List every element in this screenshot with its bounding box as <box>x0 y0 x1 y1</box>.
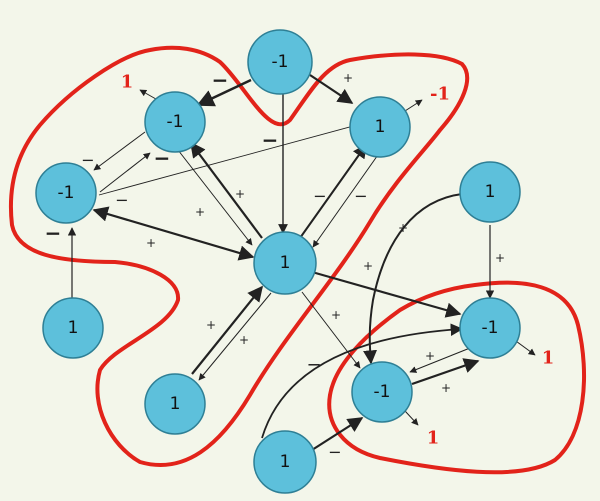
node-center-label: 1 <box>280 253 291 273</box>
node-bottom-left: 1 <box>42 297 104 359</box>
sign-ul-center-a: + <box>235 187 245 201</box>
sign-top-ur: + <box>343 71 353 85</box>
edge-center-mr <box>311 270 462 318</box>
node-right-label: 1 <box>485 182 496 202</box>
sign-top-ul: − <box>212 68 229 92</box>
node-upper-right-label: 1 <box>375 117 386 137</box>
node-bottom-right: -1 <box>351 361 413 423</box>
node-top-label: -1 <box>272 52 289 72</box>
sign-left-self: − <box>45 221 62 245</box>
output-bottom-right: 1 <box>427 428 440 449</box>
node-bottom-center: 1 <box>144 373 206 435</box>
edge-center-br <box>301 291 361 369</box>
edge-top-ur <box>309 74 354 104</box>
sign-ur-center-b: − <box>354 187 367 206</box>
node-middle-right: -1 <box>459 297 521 359</box>
sign-center-mr: + <box>363 259 373 273</box>
edges <box>67 74 536 451</box>
node-bottom-right-label: -1 <box>374 382 391 402</box>
sign-left-center: + <box>146 236 156 250</box>
group-outline-right <box>327 280 587 475</box>
edge-mr-br-a <box>409 347 471 373</box>
node-bottom: 1 <box>253 430 317 494</box>
edge-top-ul <box>196 78 252 107</box>
node-top: -1 <box>247 29 313 95</box>
sign-mr-br-a: + <box>425 349 435 363</box>
sign-bottom-br: − <box>328 443 341 462</box>
edge-bc-center <box>191 285 263 375</box>
sign-bottom-mr: − <box>306 355 321 376</box>
node-center: 1 <box>253 231 317 295</box>
edge-center-ur-a <box>299 143 367 239</box>
edge-bottom-br <box>311 417 364 451</box>
edge-ul-center-b <box>177 149 253 246</box>
sign-center-br: + <box>331 308 341 322</box>
node-bottom-label: 1 <box>280 452 291 472</box>
edge-ur-left <box>98 124 358 196</box>
edge-ul-left-a <box>93 131 146 171</box>
sign-right-mr: + <box>495 251 505 265</box>
sign-center-bc: + <box>239 333 249 347</box>
node-bottom-left-label: 1 <box>68 318 79 338</box>
sign-bc-center: + <box>206 318 216 332</box>
sign-ul-left-a: − <box>81 151 94 170</box>
edge-left-ul-b <box>99 152 151 193</box>
edge-right-br-curve <box>363 193 463 365</box>
node-bottom-center-label: 1 <box>170 394 181 414</box>
node-left: -1 <box>35 162 97 224</box>
output-middle-right: 1 <box>542 348 555 369</box>
output-upper-right: -1 <box>430 84 450 105</box>
node-middle-right-label: -1 <box>482 318 499 338</box>
edge-ur-center-b <box>312 151 381 248</box>
sign-ul-center-b: + <box>195 205 205 219</box>
sign-top-center: − <box>262 128 279 152</box>
node-right: 1 <box>459 161 521 223</box>
edge-br-mr-b <box>411 358 480 386</box>
output-upper-left: 1 <box>121 72 134 93</box>
sign-ul-center: − <box>154 146 171 170</box>
edge-ul-center-a <box>190 141 263 239</box>
node-upper-left: -1 <box>144 91 206 153</box>
edge-signs: − + − − − − − + + + − − + + + + + + − + … <box>45 68 505 462</box>
node-left-label: -1 <box>58 183 75 203</box>
sign-br-mr-b: + <box>441 381 451 395</box>
edge-bottom-mr-curve <box>261 323 464 439</box>
sign-center-ur-a: − <box>313 187 326 206</box>
edge-left-center <box>92 206 255 261</box>
sign-left-ul-b: − <box>115 191 128 210</box>
edge-center-bc <box>198 292 272 381</box>
node-upper-right: 1 <box>349 96 411 158</box>
sign-right-br: + <box>398 221 408 235</box>
node-upper-left-label: -1 <box>167 112 184 132</box>
